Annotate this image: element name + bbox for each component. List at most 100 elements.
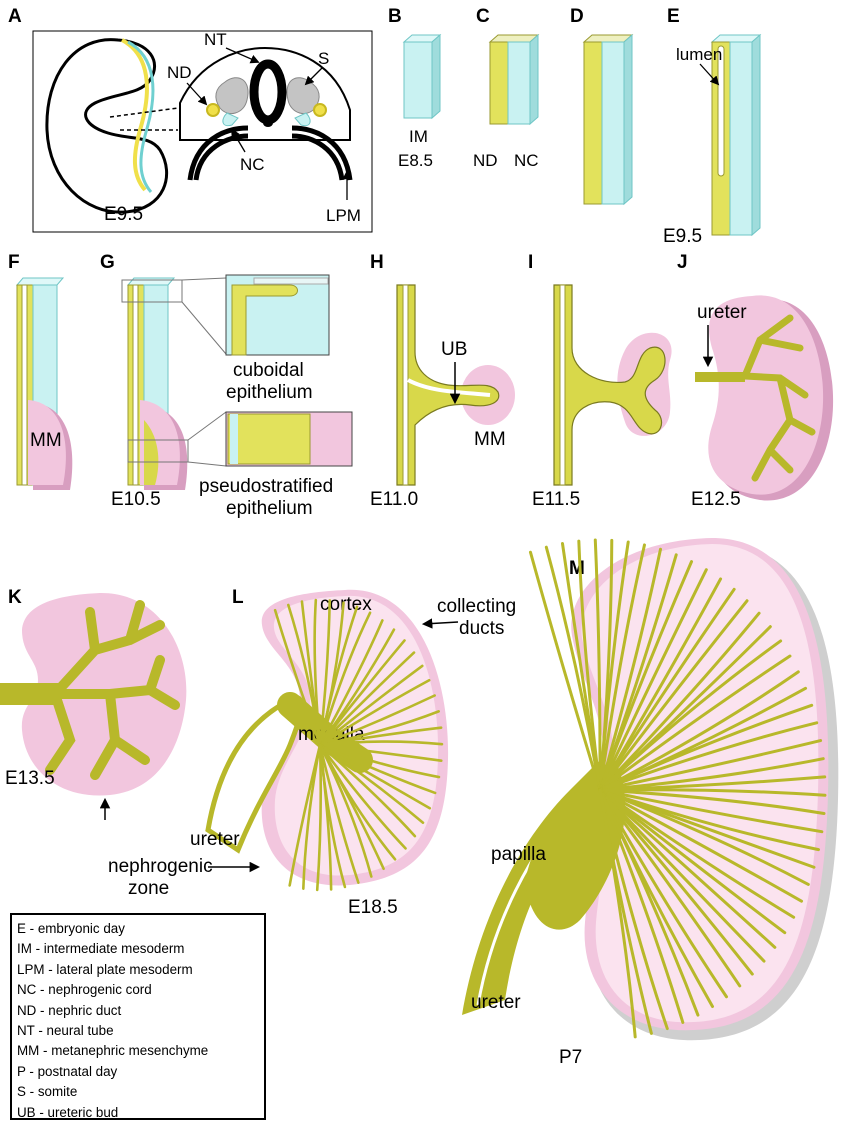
legend-item: ND - nephric duct — [17, 1001, 259, 1021]
label-lpm: LPM — [326, 206, 361, 225]
arrow-collecting — [424, 622, 458, 624]
h-lumen — [403, 285, 408, 485]
i-duct-ub — [554, 285, 665, 485]
panel-letter-m: M — [569, 558, 585, 579]
label-pseudo-2: epithelium — [226, 498, 313, 519]
label-ureter-l: ureter — [190, 829, 240, 850]
panel-letter-f: F — [8, 252, 20, 273]
panel-i: I E11.5 — [528, 252, 672, 510]
panel-d: D — [570, 6, 632, 204]
label-nc: NC — [240, 155, 265, 174]
stage-g: E10.5 — [111, 489, 161, 510]
legend-box: E - embryonic day IM - intermediate meso… — [10, 913, 266, 1120]
label-collecting-1: collecting — [437, 596, 516, 617]
nd-block — [490, 42, 508, 124]
notochord — [263, 119, 273, 127]
label-papilla: papilla — [491, 844, 546, 865]
im-block — [404, 42, 432, 118]
legend-item: E - embryonic day — [17, 919, 259, 939]
inset-pseudostratified-lumen — [230, 414, 238, 464]
stage-i: E11.5 — [532, 489, 580, 510]
panel-letter-g: G — [100, 252, 115, 273]
panel-letter-a: A — [8, 6, 22, 27]
panel-g: G cuboidal epithelium pseudostratified e… — [100, 252, 352, 519]
label-pseudo-1: pseudostratified — [199, 476, 333, 497]
label-nc-c: NC — [514, 151, 539, 170]
label-nephrogenic-1: nephrogenic — [108, 856, 213, 877]
panel-letter-i: I — [528, 252, 533, 273]
label-collecting-2: ducts — [459, 618, 504, 639]
g-zoom-line-2 — [182, 302, 226, 354]
d-block-side — [624, 35, 632, 204]
g-block-top — [128, 278, 174, 285]
nc-block — [508, 42, 530, 124]
stage-a: E9.5 — [104, 204, 143, 225]
label-lumen: lumen — [676, 45, 722, 64]
im-block-side — [432, 35, 440, 118]
d-nc-block — [602, 42, 624, 204]
legend-item: S - somite — [17, 1082, 259, 1102]
panel-e: E lumen E9.5 — [663, 6, 760, 247]
label-ureter-m: ureter — [471, 992, 521, 1013]
inset-pseudostratified-cells — [228, 414, 310, 464]
legend-item: NT - neural tube — [17, 1021, 259, 1041]
inset-cuboidal-lumen — [254, 278, 328, 284]
label-nd-c: ND — [473, 151, 498, 170]
panel-letter-h: H — [370, 252, 384, 273]
panel-letter-e: E — [667, 6, 680, 27]
panel-k: K E13.5 — [0, 587, 186, 820]
label-nd: ND — [167, 63, 192, 82]
panel-f: F MM — [8, 252, 72, 490]
g-lumen — [133, 285, 138, 485]
legend-item: LPM - lateral plate mesoderm — [17, 960, 259, 980]
panel-a: A NT ND S NC LPM E9.5 — [8, 6, 372, 232]
panel-m: M papilla ureter P7 — [462, 538, 838, 1068]
label-mm-h: MM — [474, 429, 506, 450]
e-lumen — [718, 46, 724, 176]
stage-l: E18.5 — [348, 897, 398, 918]
stage-e: E9.5 — [663, 226, 702, 247]
panel-c: C ND NC — [473, 6, 539, 170]
panel-letter-d: D — [570, 6, 584, 27]
j-ureter-stalk — [695, 372, 745, 382]
legend-item: P - postnatal day — [17, 1062, 259, 1082]
label-ureter-j: ureter — [697, 302, 747, 323]
label-cortex: cortex — [320, 594, 372, 615]
panel-b: B IM E8.5 — [388, 6, 440, 170]
label-mm-f: MM — [30, 430, 62, 451]
legend-item: UB - ureteric bud — [17, 1103, 259, 1123]
stage-k: E13.5 — [5, 768, 55, 789]
e-nc-block — [730, 42, 752, 235]
h-duct-ub — [397, 285, 499, 485]
d-nd-block — [584, 42, 602, 204]
f-block-top — [17, 278, 63, 285]
stage-m: P7 — [559, 1047, 582, 1068]
panel-j: J ureter E12.5 — [677, 252, 833, 510]
stage-j: E12.5 — [691, 489, 741, 510]
stage-h: E11.0 — [370, 489, 418, 510]
g-zoom-line-3 — [188, 412, 226, 440]
nephric-duct-left — [207, 104, 219, 116]
c-block-side — [530, 35, 538, 124]
g-zoom-line-4 — [188, 462, 226, 466]
stage-b: E8.5 — [398, 151, 433, 170]
i-lumen — [560, 285, 565, 485]
panel-letter-j: J — [677, 252, 688, 273]
legend-item: NC - nephrogenic cord — [17, 980, 259, 1000]
label-ub: UB — [441, 339, 467, 360]
panel-h: H UB MM E11.0 — [370, 252, 515, 510]
legend-item: IM - intermediate mesoderm — [17, 939, 259, 959]
label-im: IM — [409, 127, 428, 146]
panel-letter-c: C — [476, 6, 490, 27]
g-zoom-line-1 — [182, 278, 226, 280]
label-s: S — [318, 49, 329, 68]
f-lumen — [22, 285, 27, 485]
panel-letter-l: L — [232, 587, 244, 608]
label-nephrogenic-2: zone — [128, 878, 169, 899]
label-nt: NT — [204, 30, 227, 49]
e-block-side — [752, 35, 760, 235]
panel-letter-b: B — [388, 6, 402, 27]
panel-letter-k: K — [8, 587, 22, 608]
label-cuboidal-2: epithelium — [226, 382, 313, 403]
label-cuboidal-1: cuboidal — [233, 360, 304, 381]
